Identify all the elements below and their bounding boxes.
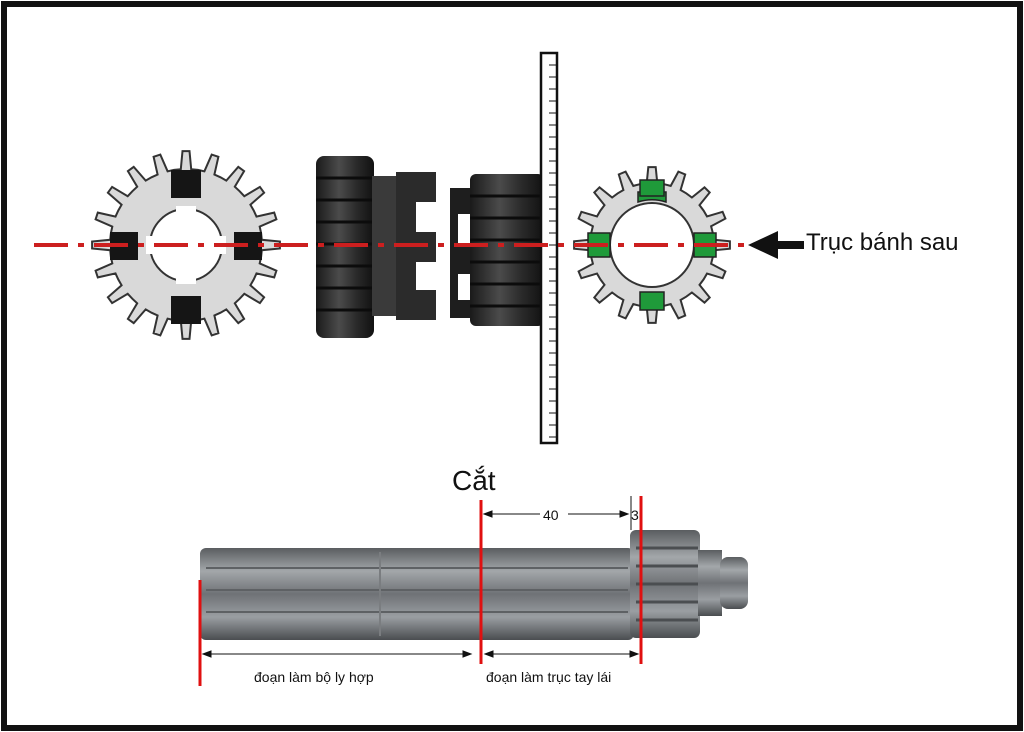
left-gear-key-top <box>171 170 201 198</box>
shaft-spline-lines <box>206 552 628 636</box>
left-gear-spline-left <box>146 236 154 254</box>
axle-label: Trục bánh sau <box>806 229 959 256</box>
left-gear-key-bottom <box>171 296 201 324</box>
segment-steering-label: đoạn làm trục tay lái <box>486 669 611 685</box>
shaft-main-body <box>200 548 634 640</box>
left-gear-spline-bottom <box>176 276 196 284</box>
dimension-40 <box>482 510 630 518</box>
segment-clutch-label: đoạn làm bộ ly hợp <box>254 669 374 685</box>
arrow-shaft <box>776 241 804 249</box>
segment-steering-dimension <box>483 650 640 658</box>
shaft-tip <box>720 557 748 609</box>
ruler-plate <box>539 51 559 445</box>
dimension-40-value: 40 <box>543 507 559 523</box>
sliding-gear-teeth <box>470 174 544 326</box>
sliding-gear-dogs <box>450 188 472 318</box>
axle-pointer: Trục bánh sau <box>748 229 959 259</box>
sliding-gear <box>450 174 544 326</box>
shaft <box>200 530 748 640</box>
ruler-ticks <box>549 64 557 438</box>
arrow-left-icon <box>748 231 778 259</box>
right-gear-key-top-block <box>639 179 665 197</box>
shaft-collar <box>698 550 722 616</box>
cut-label: Cắt <box>452 465 496 496</box>
dimension-3-value: 3 <box>631 507 639 523</box>
right-gear-key-bottom <box>639 291 665 311</box>
shaft-gear-teeth <box>636 546 698 622</box>
sliding-gear-tooth-lines <box>470 194 544 308</box>
left-gear-spline-top <box>176 206 196 214</box>
segment-clutch-dimension <box>201 650 473 658</box>
